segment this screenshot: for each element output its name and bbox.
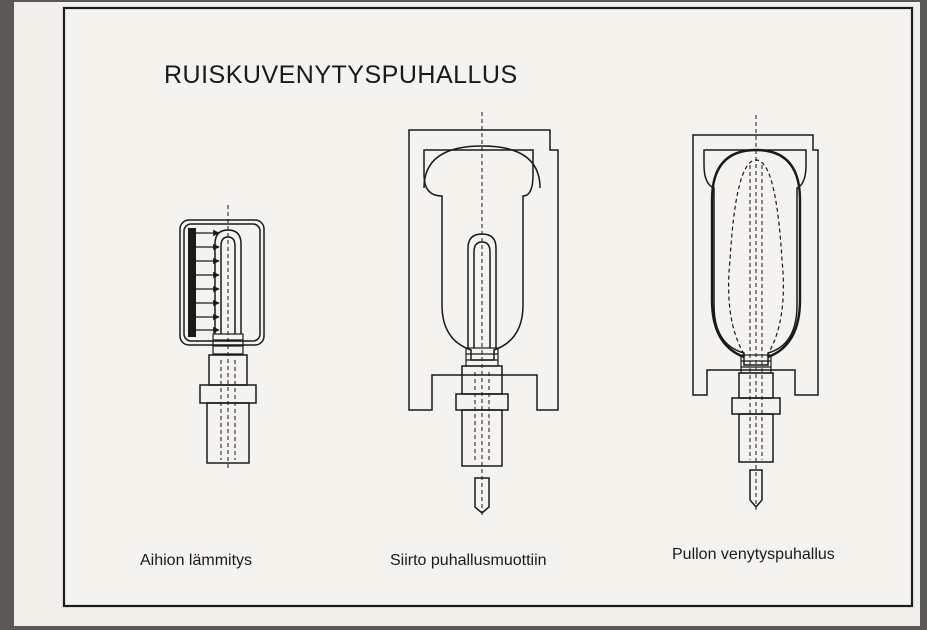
heater-bar bbox=[188, 228, 196, 337]
stage-2-caption: Siirto puhallusmuottiin bbox=[390, 552, 547, 569]
diagram-title: RUISKUVENYTYSPUHALLUS bbox=[164, 61, 518, 89]
stage-3-caption: Pullon venytyspuhallus bbox=[672, 546, 835, 563]
stage-1-caption: Aihion lämmitys bbox=[140, 552, 252, 569]
